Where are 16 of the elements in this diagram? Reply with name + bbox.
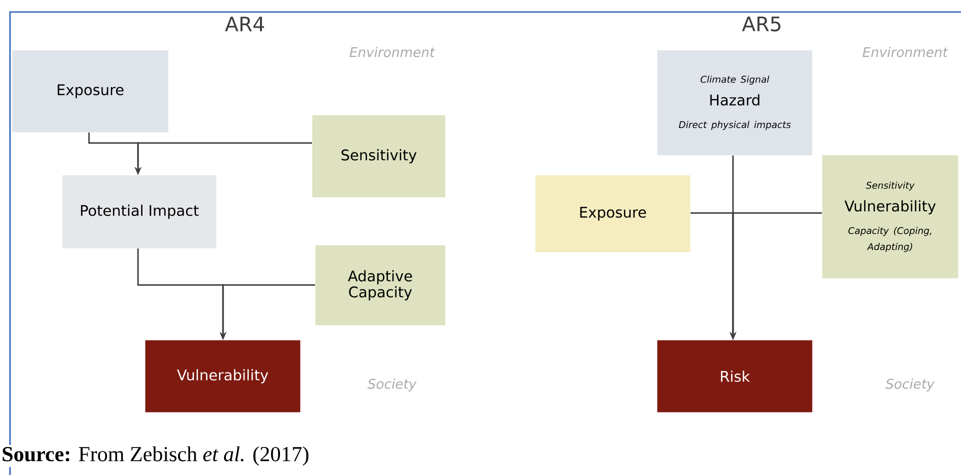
panel-title: AR5 [742, 16, 780, 32]
concept-box: Climate Signal Hazard Direct physical impacts [657, 50, 812, 156]
panel-title: AR4 [225, 16, 264, 32]
zone-label: Society [368, 378, 417, 392]
concept-box: Risk [657, 340, 812, 412]
zone-label: Environment [350, 46, 436, 58]
zone-label: Environment [862, 46, 948, 58]
concept-box: Adaptive Capacity [315, 245, 446, 326]
concept-box: Exposure [12, 50, 168, 132]
zone-label: Society [886, 378, 935, 392]
concept-box: Exposure [535, 175, 690, 252]
concept-box: Vulnerability [145, 340, 300, 412]
concept-box: Sensitivity Vulnerability Capacity (Coping, Adapting) [822, 155, 958, 278]
caption: Source: From Zebisch et al. (2017) [0, 444, 311, 467]
concept-box: Potential Impact [62, 175, 216, 248]
concept-box: Sensitivity [312, 115, 446, 198]
